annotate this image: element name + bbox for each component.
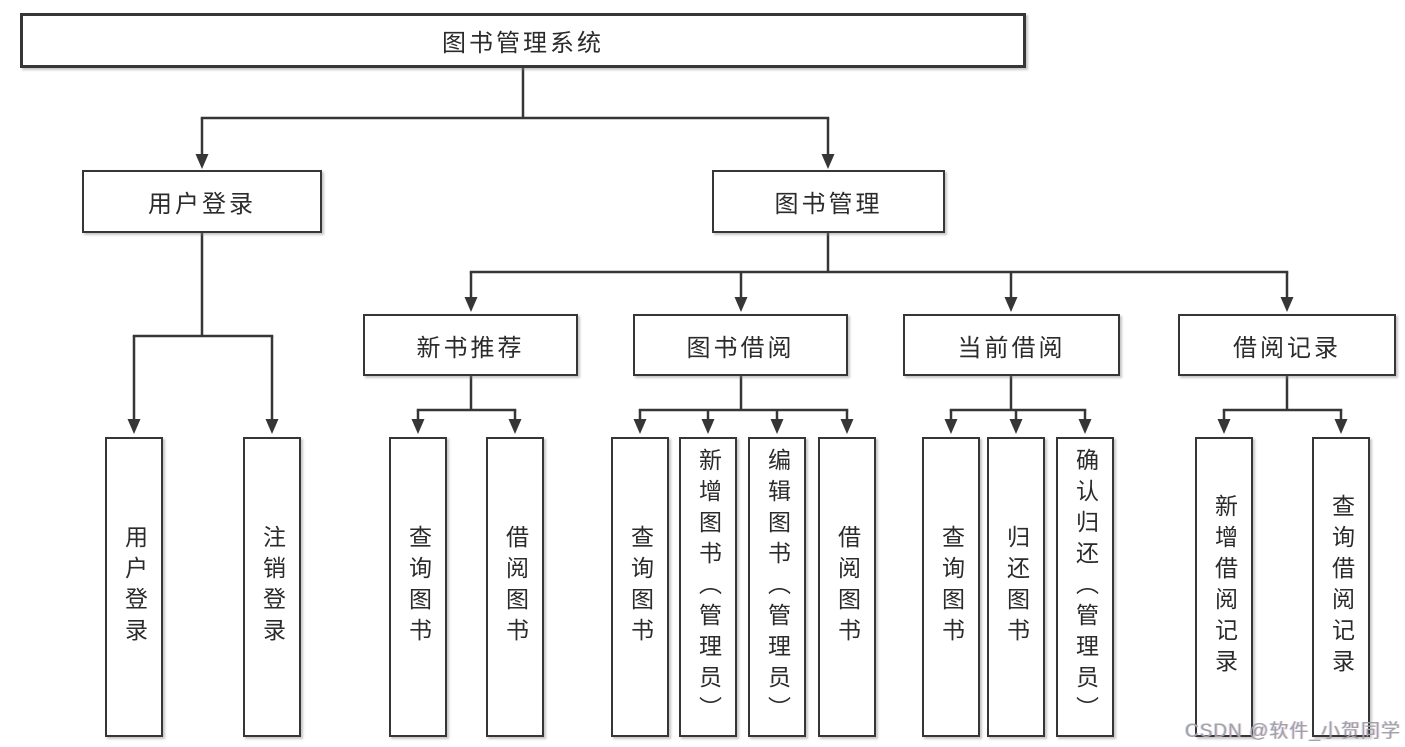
leaf-newbooks-borrow-books-label: 借阅图书 xyxy=(502,525,529,649)
node-user-login-label: 用户登录 xyxy=(148,191,256,218)
node-book-management-label: 图书管理 xyxy=(774,191,883,218)
leaf-records-add-record-label: 新增借阅记录 xyxy=(1211,494,1238,680)
leaf-newbooks-query-books-label: 查询图书 xyxy=(405,525,432,649)
leaf-current-confirm-return-admin: 确认归还（管理员） xyxy=(1056,437,1114,737)
leaf-current-query-books: 查询图书 xyxy=(922,437,980,737)
leaf-records-add-record: 新增借阅记录 xyxy=(1195,437,1253,737)
node-user-login: 用户登录 xyxy=(82,170,322,233)
leaf-user-login: 用户登录 xyxy=(105,437,163,737)
leaf-current-return-books-label: 归还图书 xyxy=(1003,525,1030,649)
node-book-borrow-label: 图书借阅 xyxy=(686,334,795,362)
node-library-system-label: 图书管理系统 xyxy=(442,30,604,57)
leaf-borrow-add-books-admin: 新增图书（管理员） xyxy=(679,437,737,737)
leaf-current-query-books-label: 查询图书 xyxy=(938,525,965,649)
leaf-borrow-borrow-books: 借阅图书 xyxy=(818,437,876,737)
leaf-logout-label: 注销登录 xyxy=(259,525,286,649)
leaf-borrow-query-books-label: 查询图书 xyxy=(627,525,654,649)
leaf-records-query-record: 查询借阅记录 xyxy=(1312,437,1370,737)
leaf-borrow-borrow-books-label: 借阅图书 xyxy=(834,525,861,649)
leaf-newbooks-query-books: 查询图书 xyxy=(389,437,447,737)
node-borrow-records: 借阅记录 xyxy=(1178,314,1396,376)
node-book-management: 图书管理 xyxy=(712,170,945,233)
csdn-watermark: CSDN @软件_小贺同学 xyxy=(1185,721,1401,742)
leaf-borrow-add-books-admin-label: 新增图书（管理员） xyxy=(695,447,722,727)
node-library-system: 图书管理系统 xyxy=(20,13,1026,68)
leaf-borrow-edit-books-admin: 编辑图书（管理员） xyxy=(748,437,806,737)
node-current-borrow: 当前借阅 xyxy=(903,314,1120,376)
leaf-borrow-edit-books-admin-label: 编辑图书（管理员） xyxy=(764,447,791,727)
leaf-current-confirm-return-admin-label: 确认归还（管理员） xyxy=(1072,447,1099,727)
leaf-records-query-record-label: 查询借阅记录 xyxy=(1328,494,1355,680)
node-current-borrow-label: 当前借阅 xyxy=(957,334,1066,362)
leaf-logout: 注销登录 xyxy=(243,437,301,737)
leaf-newbooks-borrow-books: 借阅图书 xyxy=(486,437,544,737)
leaf-user-login-label: 用户登录 xyxy=(121,525,148,649)
leaf-borrow-query-books: 查询图书 xyxy=(611,437,669,737)
node-book-borrow: 图书借阅 xyxy=(633,314,848,376)
node-borrow-records-label: 借阅记录 xyxy=(1233,334,1341,362)
leaf-current-return-books: 归还图书 xyxy=(987,437,1045,737)
node-new-book-recommend: 新书推荐 xyxy=(363,314,578,376)
node-new-book-recommend-label: 新书推荐 xyxy=(416,334,525,362)
